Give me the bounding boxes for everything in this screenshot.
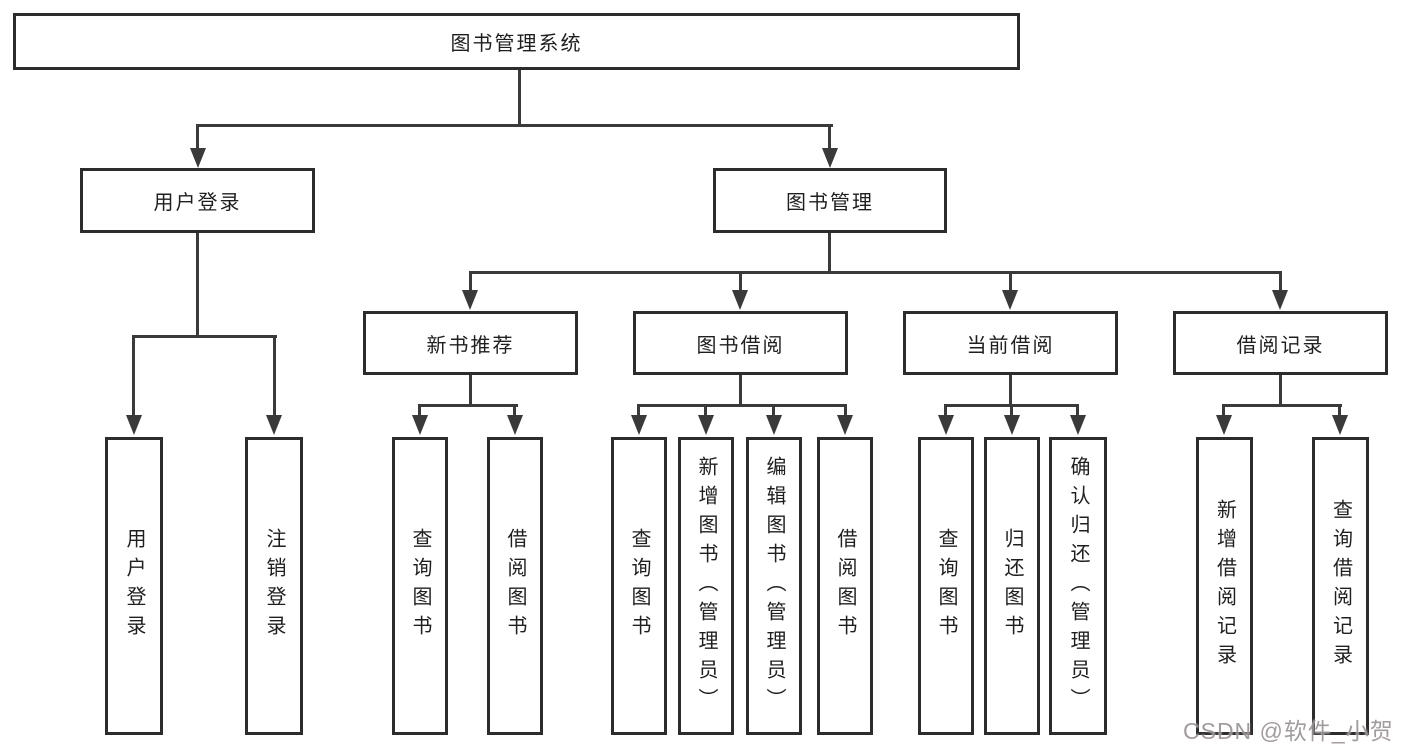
connector-new-book-bar bbox=[418, 404, 518, 407]
node-library-management-system: 图书管理系统 bbox=[13, 13, 1020, 70]
leaf-borrow-books-1: 借阅图书 bbox=[487, 437, 543, 735]
connector-drop-add-books bbox=[704, 404, 707, 417]
connector-book-management-bar bbox=[469, 271, 1282, 274]
node-borrowing-records: 借阅记录 bbox=[1173, 311, 1388, 375]
connector-new-book-stem bbox=[469, 375, 472, 407]
connector-drop-book-management bbox=[828, 124, 831, 150]
arrowhead-query-books-3 bbox=[938, 415, 954, 435]
connector-current-borrowing-stem bbox=[1009, 375, 1012, 407]
arrowhead-new-book bbox=[462, 290, 478, 310]
connector-drop-user-login bbox=[196, 124, 199, 150]
connector-drop-book-borrowing bbox=[739, 271, 742, 292]
leaf-query-borrow-record: 查询借阅记录 bbox=[1312, 437, 1369, 735]
leaf-borrow-books-2: 借阅图书 bbox=[817, 437, 873, 735]
leaf-add-books-admin: 新增图书（管理员） bbox=[678, 437, 734, 735]
leaf-edit-books-admin: 编辑图书（管理员） bbox=[746, 437, 802, 735]
node-book-management: 图书管理 bbox=[713, 168, 947, 233]
connector-drop-add-borrow-record bbox=[1222, 404, 1225, 417]
node-new-book-recommendation: 新书推荐 bbox=[363, 311, 578, 375]
connector-drop-borrow-books-2 bbox=[844, 404, 847, 417]
arrowhead-query-books-2 bbox=[631, 415, 647, 435]
connector-drop-borrowing-records bbox=[1279, 271, 1282, 292]
arrowhead-leaf-user-login bbox=[126, 415, 142, 435]
node-book-borrowing: 图书借阅 bbox=[633, 311, 848, 375]
connector-drop-current-borrowing bbox=[1009, 271, 1012, 292]
arrowhead-borrowing-records bbox=[1272, 290, 1288, 310]
leaf-query-books-3: 查询图书 bbox=[918, 437, 974, 735]
connector-drop-query-borrow-record bbox=[1338, 404, 1341, 417]
connector-borrowing-records-stem bbox=[1279, 375, 1282, 407]
connector-drop-edit-books bbox=[772, 404, 775, 417]
connector-drop-leaf-logout bbox=[273, 335, 276, 415]
connector-drop-leaf-user-login bbox=[132, 335, 135, 415]
leaf-query-books-2: 查询图书 bbox=[611, 437, 667, 735]
arrowhead-query-borrow-record bbox=[1332, 415, 1348, 435]
arrowhead-borrow-books-2 bbox=[837, 415, 853, 435]
arrowhead-leaf-logout bbox=[266, 415, 282, 435]
connector-drop-confirm-return bbox=[1076, 404, 1079, 417]
connector-user-login-stem bbox=[196, 233, 199, 335]
arrowhead-user-login bbox=[190, 148, 206, 168]
arrowhead-query-books-1 bbox=[412, 415, 428, 435]
arrowhead-book-management bbox=[822, 148, 838, 168]
node-current-borrowing: 当前借阅 bbox=[903, 311, 1118, 375]
arrowhead-book-borrowing bbox=[732, 290, 748, 310]
leaf-return-books: 归还图书 bbox=[984, 437, 1040, 735]
connector-drop-query-books-1 bbox=[418, 404, 421, 417]
leaf-logout-login: 注销登录 bbox=[245, 437, 303, 735]
connector-drop-borrow-books-1 bbox=[513, 404, 516, 417]
leaf-query-books-1: 查询图书 bbox=[392, 437, 448, 735]
leaf-user-login: 用户登录 bbox=[105, 437, 163, 735]
connector-book-borrowing-stem bbox=[739, 375, 742, 407]
connector-drop-query-books-3 bbox=[944, 404, 947, 417]
connector-book-borrowing-bar bbox=[637, 404, 847, 407]
connector-drop-new-book bbox=[469, 271, 472, 292]
arrowhead-confirm-return bbox=[1070, 415, 1086, 435]
connector-root-stem bbox=[518, 70, 521, 124]
arrowhead-current-borrowing bbox=[1002, 290, 1018, 310]
connector-drop-return-books bbox=[1010, 404, 1013, 417]
leaf-add-borrow-record: 新增借阅记录 bbox=[1196, 437, 1253, 735]
arrowhead-return-books bbox=[1004, 415, 1020, 435]
node-user-login: 用户登录 bbox=[80, 168, 315, 233]
leaf-confirm-return-admin: 确认归还（管理员） bbox=[1049, 437, 1107, 735]
arrowhead-borrow-books-1 bbox=[507, 415, 523, 435]
arrowhead-edit-books bbox=[766, 415, 782, 435]
arrowhead-add-books bbox=[698, 415, 714, 435]
connector-user-login-bar bbox=[132, 335, 277, 338]
connector-root-bar bbox=[197, 124, 833, 127]
arrowhead-add-borrow-record bbox=[1216, 415, 1232, 435]
connector-borrowing-records-bar bbox=[1222, 404, 1342, 407]
connector-drop-query-books-2 bbox=[637, 404, 640, 417]
connector-book-management-stem bbox=[828, 233, 831, 271]
